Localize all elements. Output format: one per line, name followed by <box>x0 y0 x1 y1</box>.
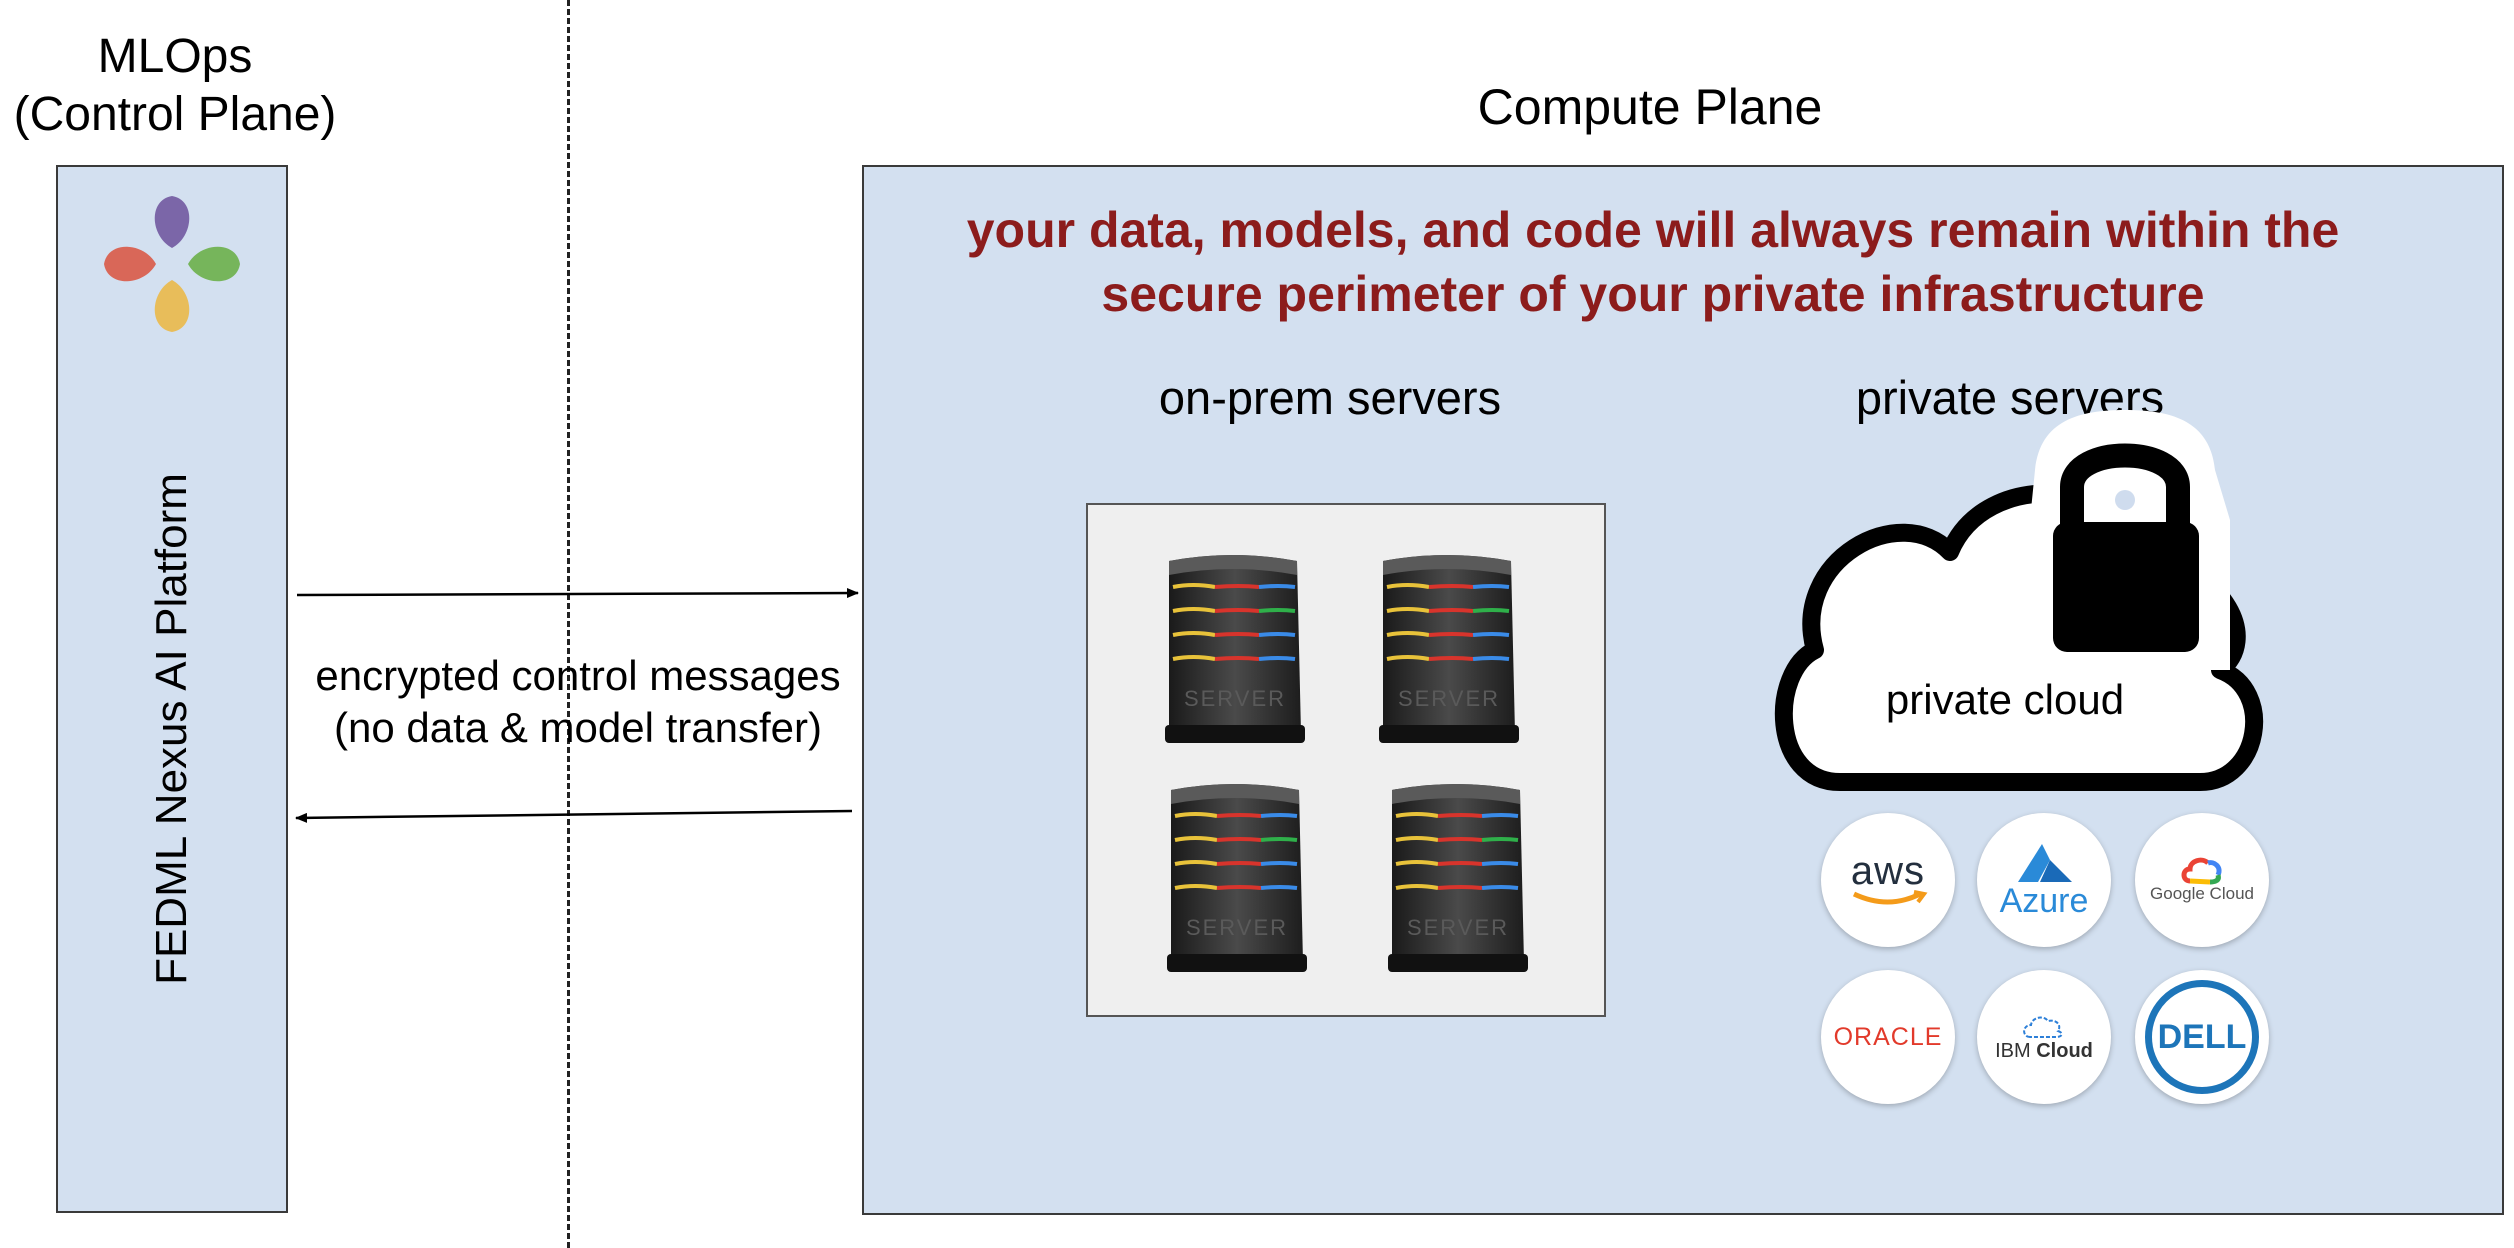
padlock-icon <box>2030 410 2230 670</box>
aws-smile-icon <box>1852 890 1928 905</box>
logo-petal-right <box>188 246 240 282</box>
logo-petal-left <box>104 246 156 282</box>
google-cloud-icon <box>2181 857 2222 885</box>
oracle-logo: ORACLE <box>1821 970 1955 1104</box>
control-to-compute-arrow <box>296 588 859 599</box>
compute-to-control-arrow <box>295 809 853 823</box>
azure-triangle-icon <box>2018 844 2072 882</box>
server-label: SERVER <box>1407 915 1509 940</box>
ibm-suffix: Cloud <box>2036 1040 2093 1062</box>
control-messages-line2: (no data & model transfer) <box>334 704 822 751</box>
logo-petal-bottom <box>154 280 190 332</box>
dell-logo: DELL <box>2135 970 2269 1104</box>
mlops-title: MLOps (Control Plane) <box>0 28 350 144</box>
server-tower-icon: SERVER <box>1377 553 1521 745</box>
oracle-logo-text: ORACLE <box>1833 1022 1943 1051</box>
plane-divider <box>567 0 570 1248</box>
headline-line2: secure perimeter of your private infrast… <box>1101 266 2205 322</box>
ibm-cloud-text: IBM Cloud <box>1995 1041 2093 1061</box>
server-label: SERVER <box>1184 686 1286 711</box>
google-cloud-text: Google Cloud <box>2150 884 2254 903</box>
azure-logo: Azure <box>1977 813 2111 947</box>
four-petal-logo-icon <box>104 196 240 332</box>
aws-logo: aws <box>1821 813 1955 947</box>
compute-plane-title: Compute Plane <box>1477 79 1823 135</box>
azure-logo-text: Azure <box>1999 882 2089 920</box>
server-label: SERVER <box>1186 915 1288 940</box>
onprem-servers-label: on-prem servers <box>1158 371 1502 424</box>
server-tower-icon: SERVER <box>1163 553 1307 745</box>
aws-logo-text: aws <box>1850 849 1926 893</box>
mlops-title-line2: (Control Plane) <box>13 88 337 141</box>
server-tower-icon: SERVER <box>1386 782 1530 974</box>
server-label: SERVER <box>1398 686 1500 711</box>
server-tower-icon: SERVER <box>1165 782 1309 974</box>
control-messages-label: encrypted control messages (no data & mo… <box>290 650 866 754</box>
dell-ring: DELL <box>2145 980 2259 1094</box>
dell-logo-text: DELL <box>2157 1017 2247 1056</box>
control-messages-line1: encrypted control messages <box>315 652 841 699</box>
ibm-prefix: IBM <box>1995 1040 2031 1062</box>
mlops-title-line1: MLOps <box>97 30 253 83</box>
ibm-cloud-logo: IBM Cloud <box>1977 970 2111 1104</box>
private-cloud-label: private cloud <box>1885 676 2125 723</box>
google-cloud-logo: Google Cloud <box>2135 813 2269 947</box>
security-headline: your data, models, and code will always … <box>862 198 2444 326</box>
control-plane-box <box>56 165 288 1213</box>
ibm-cloud-icon <box>2023 1016 2063 1038</box>
logo-petal-top <box>154 196 190 248</box>
headline-line1: your data, models, and code will always … <box>966 202 2340 258</box>
